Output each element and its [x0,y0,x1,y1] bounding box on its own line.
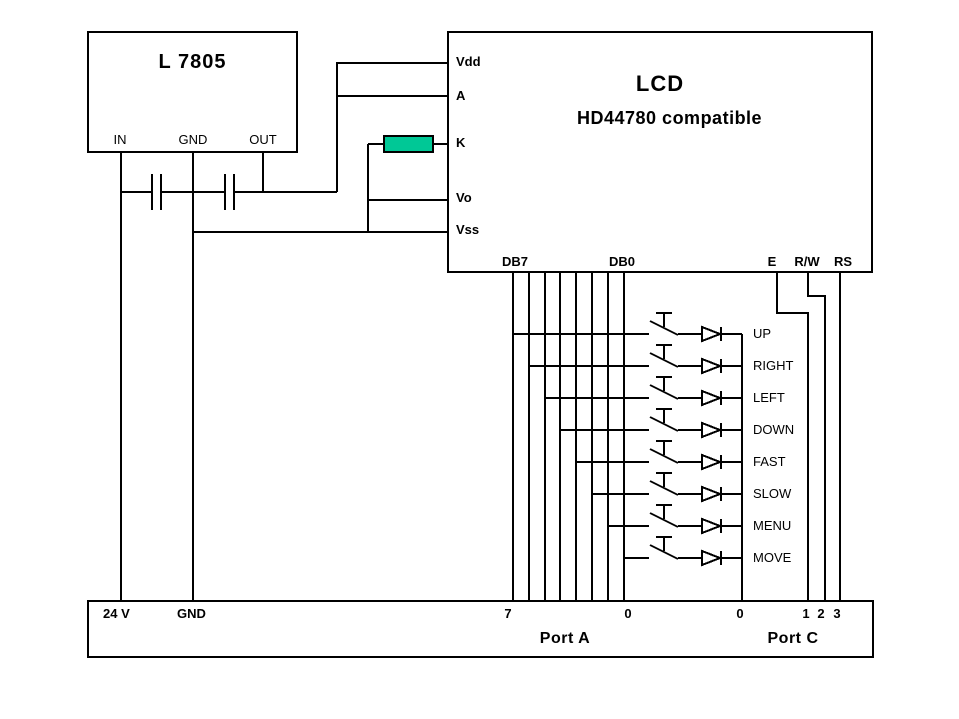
regulator-pin-in: IN [113,132,127,147]
button-label-up: UP [753,326,772,341]
capacitor-2-icon [224,174,235,210]
lcd-subtitle: HD44780 compatible [577,108,763,128]
port-a-pin-7: 7 [504,606,512,621]
lcd-pin-rs: RS [833,254,853,269]
pushbutton-row-down [649,408,743,438]
pushbutton-row-right [649,344,743,374]
button-label-move: MOVE [753,550,792,565]
port-c-pin-3: 3 [833,606,841,621]
port-c-pin-0: 0 [736,606,744,621]
pushbutton-row-fast [649,440,743,470]
lcd-pin-k: K [456,135,466,150]
port-label-24v: 24 V [103,606,130,621]
pushbutton-row-left [649,376,743,406]
pushbutton-row-slow [649,472,743,502]
button-label-menu: MENU [753,518,792,533]
lcd-pin-a: A [456,88,466,103]
resistor [383,135,434,153]
lcd-pin-rw: R/W [794,254,820,269]
pushbutton-row-menu [649,504,743,534]
regulator-pin-gnd: GND [178,132,208,147]
ports-box [87,600,874,658]
port-a-label: Port A [539,630,591,647]
wire-enable [776,272,809,601]
port-c-pin-2: 2 [817,606,825,621]
button-row-tap-wires [513,333,649,559]
lcd-pin-e: E [767,254,777,269]
pushbutton-row-move [649,536,743,566]
port-c-label: Port C [767,630,819,647]
wire-5v-rail-vdd [121,62,448,193]
lcd-pin-db0: DB0 [608,254,635,269]
port-c-pin-1: 1 [802,606,810,621]
button-label-right: RIGHT [753,358,794,373]
button-label-left: LEFT [753,390,785,405]
port-label-gnd: GND [177,606,206,621]
lcd-pin-vss: Vss [456,222,480,237]
lcd-pin-db7: DB7 [501,254,528,269]
regulator-pin-out: OUT [249,132,277,147]
lcd-title: LCD [635,71,685,96]
button-label-down: DOWN [753,422,795,437]
wire-read-write [807,272,826,601]
button-label-slow: SLOW [753,486,792,501]
pushbutton-row-up [649,312,743,342]
capacitor-1-icon [151,174,162,210]
regulator-title: L 7805 [158,51,227,73]
data-bus-wires [512,272,625,601]
port-a-pin-0: 0 [624,606,632,621]
button-label-fast: FAST [753,454,786,469]
lcd-pin-vo: Vo [456,190,472,205]
lcd-pin-vdd: Vdd [456,54,481,69]
lcd-box [447,31,873,273]
